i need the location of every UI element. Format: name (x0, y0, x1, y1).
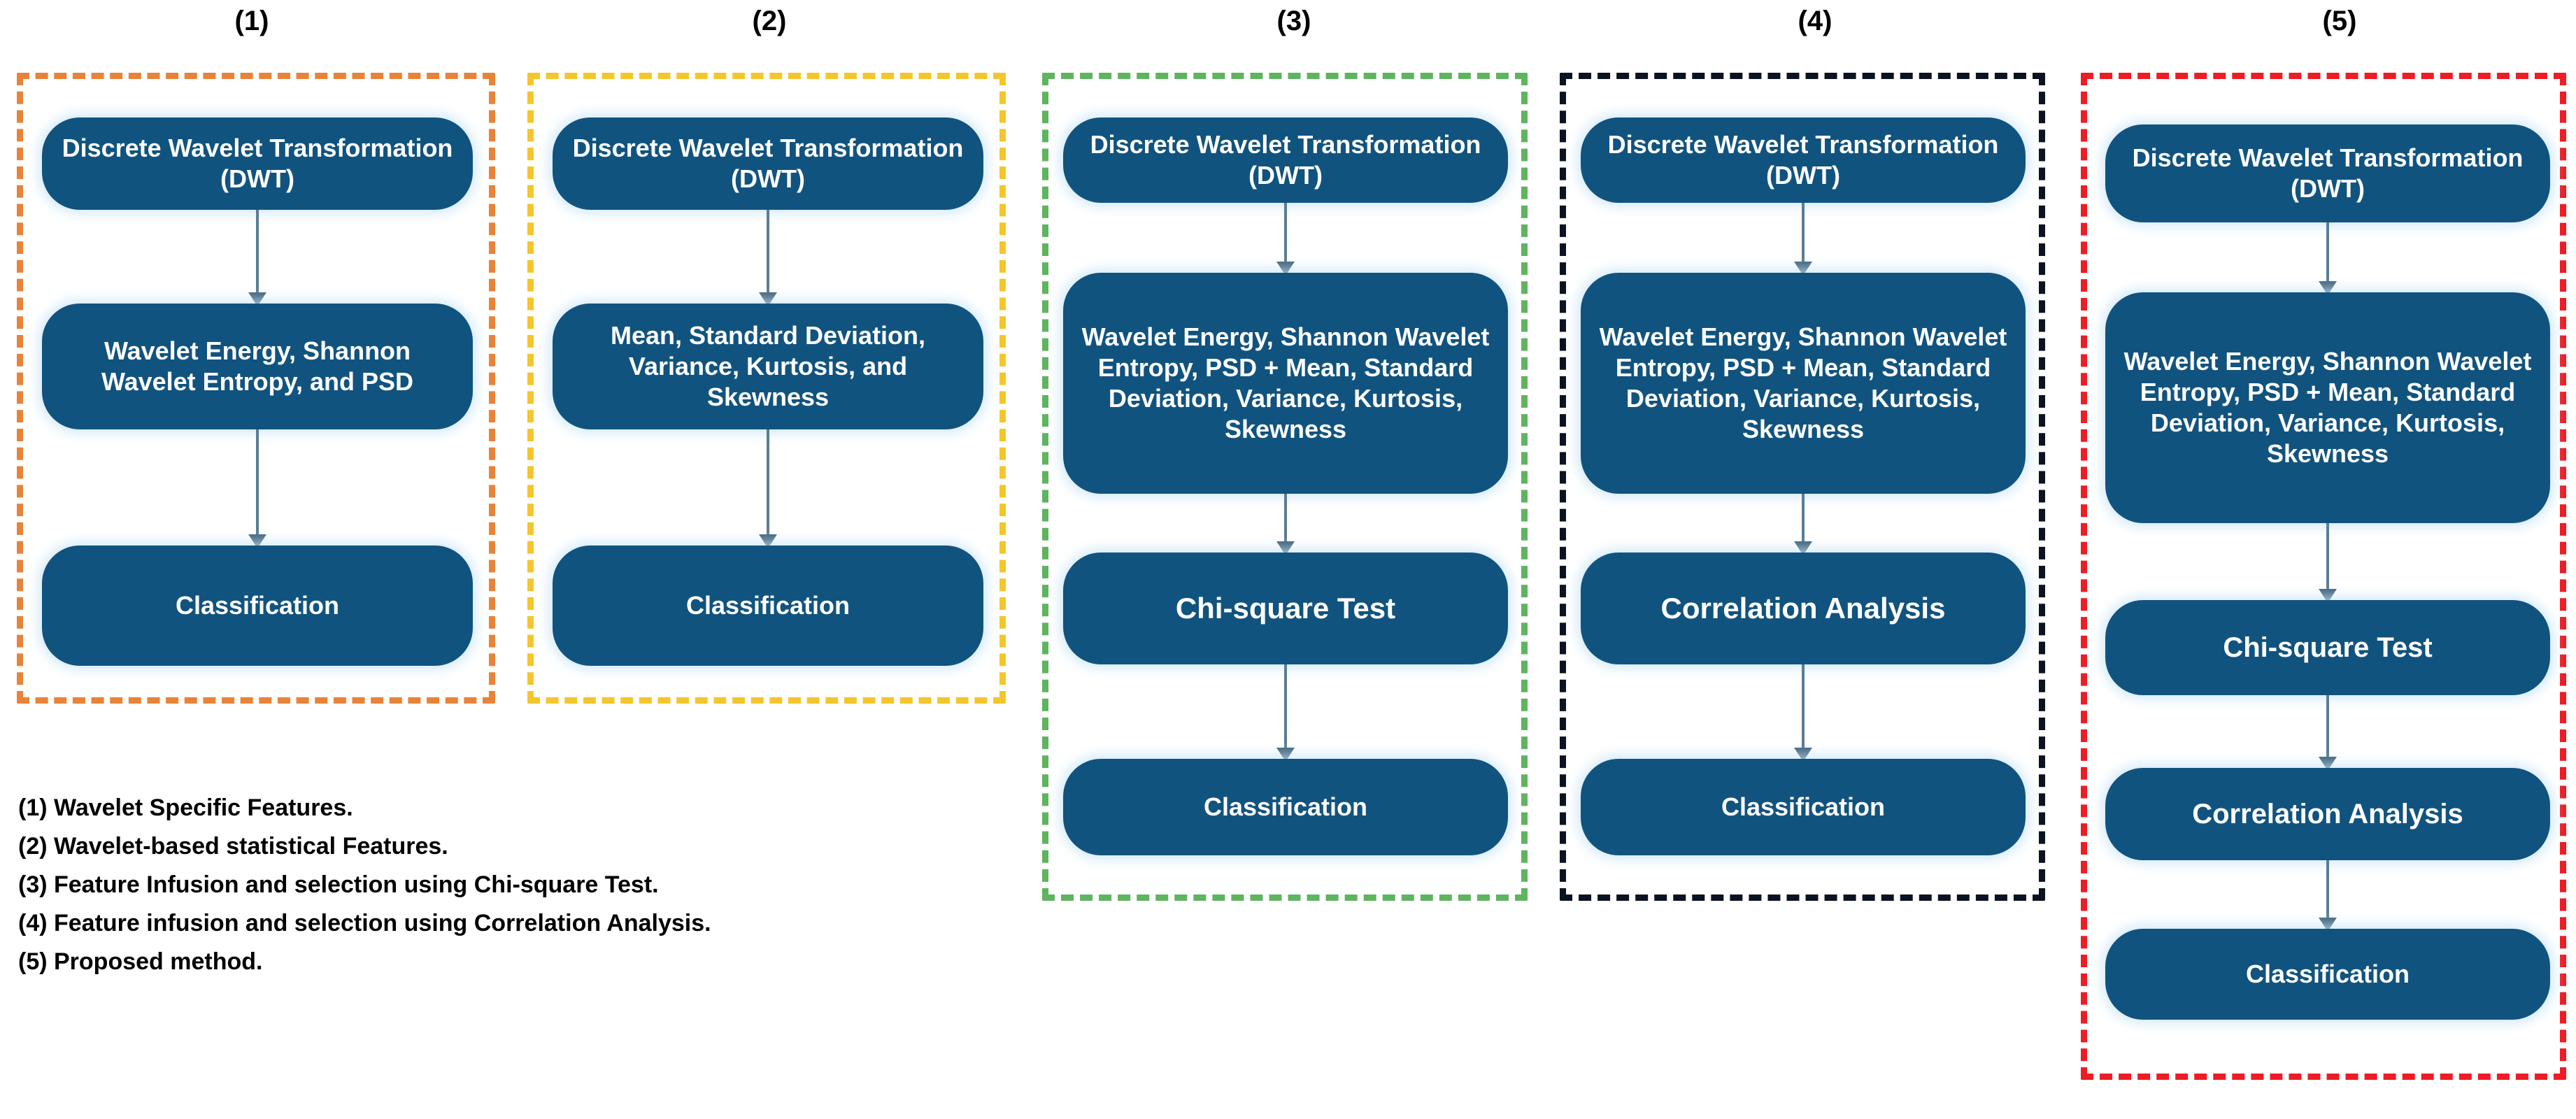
process-node-label: Wavelet Energy, Shannon Wavelet Entropy,… (101, 336, 414, 396)
legend-line: (1) Wavelet Specific Features. (18, 794, 353, 821)
process-node-label: Classification (1203, 792, 1368, 822)
process-node[interactable]: Chi-square Test (2105, 600, 2550, 695)
process-node-label: Wavelet Energy, Shannon Wavelet Entropy,… (1081, 322, 1490, 443)
group-label-5: (5) (2322, 6, 2357, 36)
process-node[interactable]: Discrete Wavelet Transformation (DWT) (2105, 124, 2550, 222)
process-node-label: Chi-square Test (1175, 592, 1396, 625)
flow-arrowhead (759, 292, 777, 306)
group-label-2: (2) (752, 6, 787, 36)
process-node[interactable]: Discrete Wavelet Transformation (DWT) (1581, 117, 2026, 203)
process-node[interactable]: Chi-square Test (1063, 553, 1508, 664)
flow-connector (767, 210, 769, 292)
pipeline-frame-3 (1042, 73, 1528, 901)
legend-line: (4) Feature infusion and selection using… (18, 910, 711, 937)
flow-arrowhead (1276, 262, 1295, 276)
process-node[interactable]: Wavelet Energy, Shannon Wavelet Entropy,… (42, 304, 473, 429)
group-label-4: (4) (1798, 6, 1833, 36)
pipeline-frame-1 (17, 73, 495, 704)
pipeline-frame-4 (1560, 73, 2045, 901)
process-node[interactable]: Discrete Wavelet Transformation (DWT) (42, 117, 473, 210)
flow-connector (2326, 695, 2329, 757)
process-node-label: Discrete Wavelet Transformation (DWT) (1607, 130, 1999, 190)
flow-arrowhead (248, 534, 266, 548)
flow-arrowhead (248, 292, 266, 306)
process-node[interactable]: Classification (42, 546, 473, 666)
process-node[interactable]: Wavelet Energy, Shannon Wavelet Entropy,… (1063, 273, 1508, 494)
process-node-label: Discrete Wavelet Transformation (DWT) (572, 134, 964, 193)
process-node-label: Mean, Standard Deviation, Variance, Kurt… (610, 321, 926, 411)
flow-connector (1284, 494, 1287, 541)
pipeline-frame-2 (527, 73, 1006, 704)
flow-arrowhead (2319, 918, 2337, 932)
process-node[interactable]: Classification (2105, 929, 2550, 1020)
flow-connector (767, 429, 769, 534)
flow-connector (1284, 664, 1287, 748)
process-node-label: Discrete Wavelet Transformation (DWT) (1090, 130, 1481, 190)
process-node-label: Discrete Wavelet Transformation (DWT) (2132, 143, 2524, 203)
flow-connector (256, 429, 259, 534)
group-label-1: (1) (234, 6, 269, 36)
flow-arrowhead (1276, 541, 1295, 555)
process-node[interactable]: Wavelet Energy, Shannon Wavelet Entropy,… (1581, 273, 2026, 494)
flow-connector (1802, 494, 1805, 541)
legend-line: (5) Proposed method. (18, 948, 263, 976)
flow-connector (2326, 222, 2329, 281)
process-node[interactable]: Correlation Analysis (1581, 553, 2026, 664)
process-node[interactable]: Mean, Standard Deviation, Variance, Kurt… (553, 304, 983, 429)
process-node-label: Correlation Analysis (2192, 798, 2463, 829)
group-label-3: (3) (1276, 6, 1311, 36)
process-node[interactable]: Correlation Analysis (2105, 768, 2550, 860)
process-node-label: Wavelet Energy, Shannon Wavelet Entropy,… (1599, 322, 2007, 443)
process-node-label: Classification (1721, 792, 1886, 822)
process-node[interactable]: Classification (553, 546, 983, 666)
flow-arrowhead (2319, 281, 2337, 295)
process-node[interactable]: Discrete Wavelet Transformation (DWT) (553, 117, 983, 210)
process-node-label: Wavelet Energy, Shannon Wavelet Entropy,… (2123, 347, 2532, 468)
flow-arrowhead (759, 534, 777, 548)
process-node-label: Classification (685, 591, 851, 620)
process-node-label: Chi-square Test (2223, 632, 2433, 663)
process-node[interactable]: Classification (1581, 759, 2026, 855)
flow-arrowhead (2319, 589, 2337, 603)
process-node[interactable]: Wavelet Energy, Shannon Wavelet Entropy,… (2105, 292, 2550, 523)
flow-connector (1284, 203, 1287, 262)
flow-arrowhead (1276, 748, 1295, 762)
legend-block: (1) Wavelet Specific Features. (2) Wavele… (18, 789, 711, 981)
flow-connector (2326, 523, 2329, 589)
flow-connector (256, 210, 259, 292)
process-node-label: Correlation Analysis (1660, 592, 1946, 625)
flow-arrowhead (2319, 757, 2337, 771)
process-node-label: Discrete Wavelet Transformation (DWT) (62, 134, 453, 193)
legend-line: (2) Wavelet-based statistical Features. (18, 833, 448, 860)
flow-connector (2326, 860, 2329, 918)
legend-line: (3) Feature Infusion and selection using… (18, 871, 659, 899)
pipeline-frame-5 (2081, 73, 2566, 1080)
process-node-label: Classification (175, 591, 340, 620)
flow-connector (1802, 203, 1805, 262)
flow-connector (1802, 664, 1805, 748)
process-node[interactable]: Discrete Wavelet Transformation (DWT) (1063, 117, 1508, 203)
flow-arrowhead (1794, 262, 1812, 276)
flow-arrowhead (1794, 541, 1812, 555)
process-node[interactable]: Classification (1063, 759, 1508, 855)
process-node-label: Classification (2245, 960, 2410, 989)
flow-arrowhead (1794, 748, 1812, 762)
